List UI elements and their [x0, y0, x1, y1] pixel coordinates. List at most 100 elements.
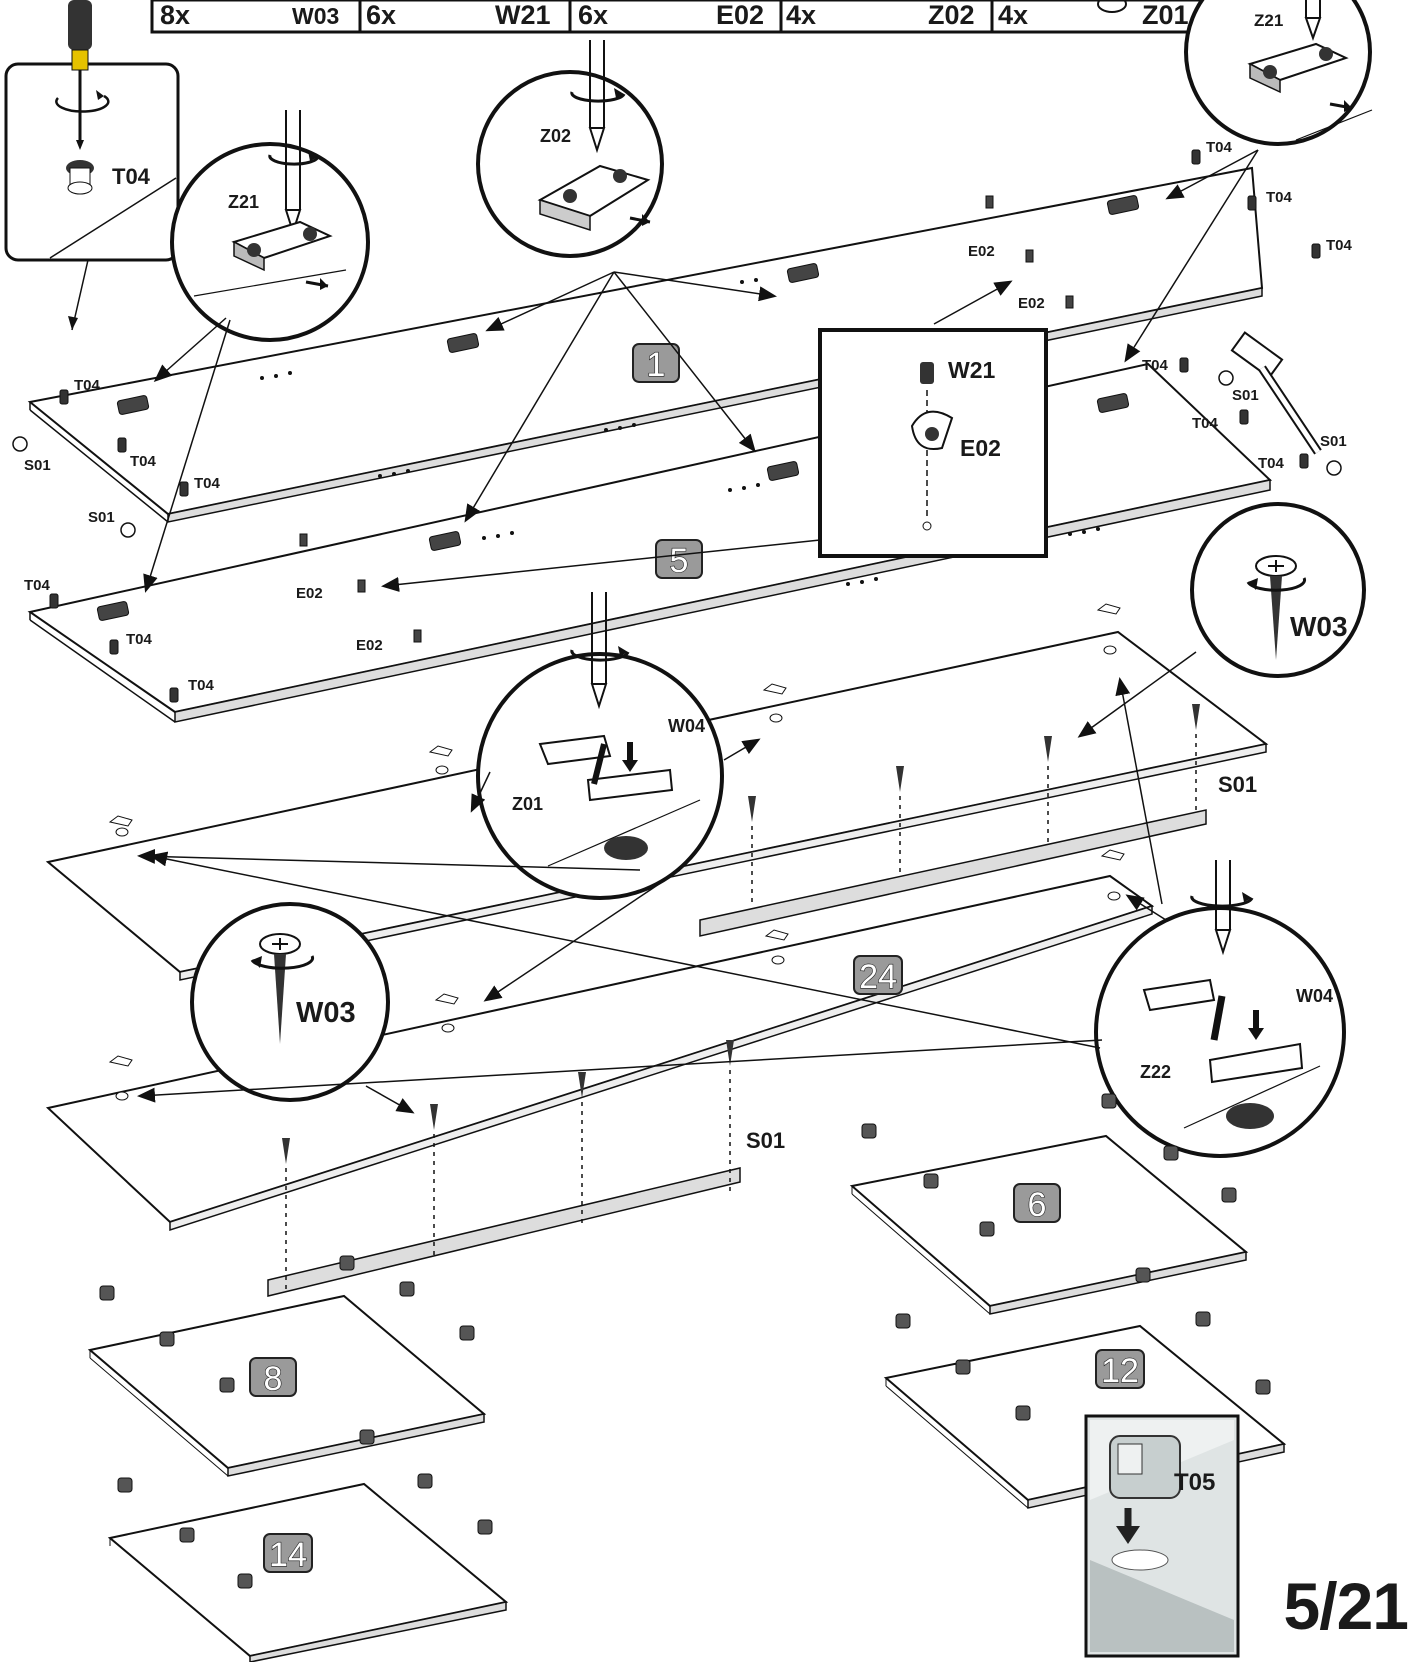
- parts-qty-2: 6x: [366, 0, 396, 30]
- hinge-plate-icon: [446, 333, 480, 353]
- parts-code-3: E02: [716, 0, 764, 30]
- callout-w03-right: W03: [1290, 611, 1348, 642]
- detail-circle-z21-right: Z21: [1184, 0, 1373, 146]
- detail-circle-z21-left: Z21: [170, 110, 370, 342]
- hinge-plate-icons: [96, 195, 1140, 621]
- callout-z01: Z01: [512, 794, 543, 814]
- panel-holes: [260, 278, 1100, 586]
- cam-lock-icon: [117, 1477, 133, 1493]
- parts-table: 8x W03 6x W21 6x E02 4x Z02 4x Z01: [150, 0, 1211, 34]
- panel-badge-12: 12: [1095, 1349, 1145, 1391]
- hinge-icon: [108, 815, 133, 837]
- screw-icon: [259, 933, 301, 1044]
- callout-z02: Z02: [540, 126, 571, 146]
- hinge-icon: [1142, 978, 1304, 1084]
- cam-lock-icon: [1163, 1145, 1179, 1161]
- door-rail-lower: [267, 1167, 741, 1297]
- cam-lock-icon: [1015, 1405, 1031, 1421]
- hinge-plate-icon: [1096, 393, 1130, 413]
- label-s01: S01: [88, 509, 115, 526]
- hinge-plate-icon: [786, 263, 820, 283]
- callout-t05: T05: [1174, 1469, 1215, 1496]
- panel-badge-1: 1: [632, 343, 680, 385]
- svg-text:8: 8: [264, 1360, 283, 1398]
- hinge-thumbnail-icon: [1097, 0, 1127, 13]
- hinge-plate-icon: [116, 395, 150, 415]
- cam-lock-icon: [895, 1313, 911, 1329]
- cam-lock-icon: [955, 1359, 971, 1375]
- label-t04: T04: [194, 475, 221, 492]
- screwdriver-detail-box: T04: [4, 0, 180, 331]
- cam-lock-icon: [923, 1173, 939, 1189]
- cam-lock-icon: [339, 1255, 355, 1271]
- panel-badge-5: 5: [655, 539, 703, 581]
- hinge-icon: [428, 745, 453, 775]
- cam-lock-icon: [219, 1377, 235, 1393]
- s01-pegs: S01 S01 S01 S01 S01 S01: [12, 370, 1347, 1153]
- callout-w03-left: W03: [296, 997, 356, 1029]
- hinge-plate-icon: [1106, 195, 1140, 215]
- hinge-icon: [538, 734, 674, 802]
- label-t04: T04: [1258, 455, 1285, 472]
- label-e02: E02: [356, 637, 383, 654]
- parts-qty-1: 8x: [160, 0, 190, 30]
- panel-number-badges: 1 5 24 6 8 12 14: [249, 343, 1145, 1575]
- hinge-icon: [762, 683, 787, 723]
- callout-z22: Z22: [1140, 1062, 1171, 1082]
- svg-text:1: 1: [647, 346, 666, 384]
- callout-t04-detail: T04: [112, 164, 151, 189]
- page-number: 5/21: [1283, 1569, 1409, 1643]
- screw-icon: [1255, 555, 1297, 660]
- cam-lock-icon: [1255, 1379, 1271, 1395]
- callout-w21: W21: [948, 357, 996, 383]
- cam-lock-icon: [159, 1331, 175, 1347]
- cam-lock-icons: [99, 1093, 1271, 1589]
- panel-badge-14: 14: [263, 1533, 313, 1575]
- cam-lock-icon: [99, 1285, 115, 1301]
- cam-lock-icon: [417, 1473, 433, 1489]
- cam-lock-icon: [459, 1325, 475, 1341]
- label-t04: T04: [74, 377, 101, 394]
- cam-lock-icon: [399, 1281, 415, 1297]
- shelf-support-detail-box: W21 E02: [818, 328, 1048, 558]
- leader-lines: [137, 149, 1259, 1114]
- hinge-plate-icon: [96, 601, 130, 621]
- hinge-icon: [434, 993, 459, 1033]
- label-t04: T04: [1206, 139, 1233, 156]
- callout-z21-left: Z21: [228, 192, 259, 212]
- detail-circle-w03-right: W03: [1190, 502, 1366, 678]
- parts-qty-5: 4x: [998, 0, 1028, 30]
- label-t04: T04: [24, 577, 51, 594]
- hinge-icon: [108, 1055, 133, 1101]
- label-t04: T04: [1326, 237, 1353, 254]
- peg-icon: [12, 370, 1342, 538]
- rotate-arrow-icon: [55, 94, 110, 113]
- e02-supports: E02 E02 E02 E02: [296, 195, 1074, 654]
- cam-lock-icon: [477, 1519, 493, 1535]
- hinge-plate-icon: [766, 461, 800, 481]
- shelf-support-icon: [299, 195, 1074, 643]
- rotate-arrow-icon: [1190, 895, 1254, 908]
- panel-badge-6: 6: [1013, 1183, 1061, 1225]
- hinge-icons: [108, 603, 1125, 1101]
- screwdriver-icon: [68, 0, 92, 150]
- rotate-arrow-icon: [570, 649, 630, 662]
- svg-text:5: 5: [670, 542, 689, 580]
- hinge-icon: [1096, 603, 1121, 655]
- label-s01-door-lower: S01: [746, 1128, 785, 1153]
- w03-screws: [282, 704, 1200, 1290]
- label-t04: T04: [130, 453, 157, 470]
- hinge-icon: [1100, 849, 1125, 901]
- cam-lock-icon: [359, 1429, 375, 1445]
- door-rail-upper: [699, 809, 1207, 937]
- cam-lock-icon: [979, 1221, 995, 1237]
- label-t04: T04: [1142, 357, 1169, 374]
- callout-w04-right: W04: [1296, 986, 1333, 1006]
- label-s01: S01: [1320, 433, 1347, 450]
- svg-text:24: 24: [859, 958, 897, 996]
- callout-z21-right: Z21: [1254, 11, 1283, 30]
- hinge-plate-icon: [428, 531, 462, 551]
- parts-code-2: W21: [495, 0, 551, 30]
- panel-badge-8: 8: [249, 1357, 297, 1399]
